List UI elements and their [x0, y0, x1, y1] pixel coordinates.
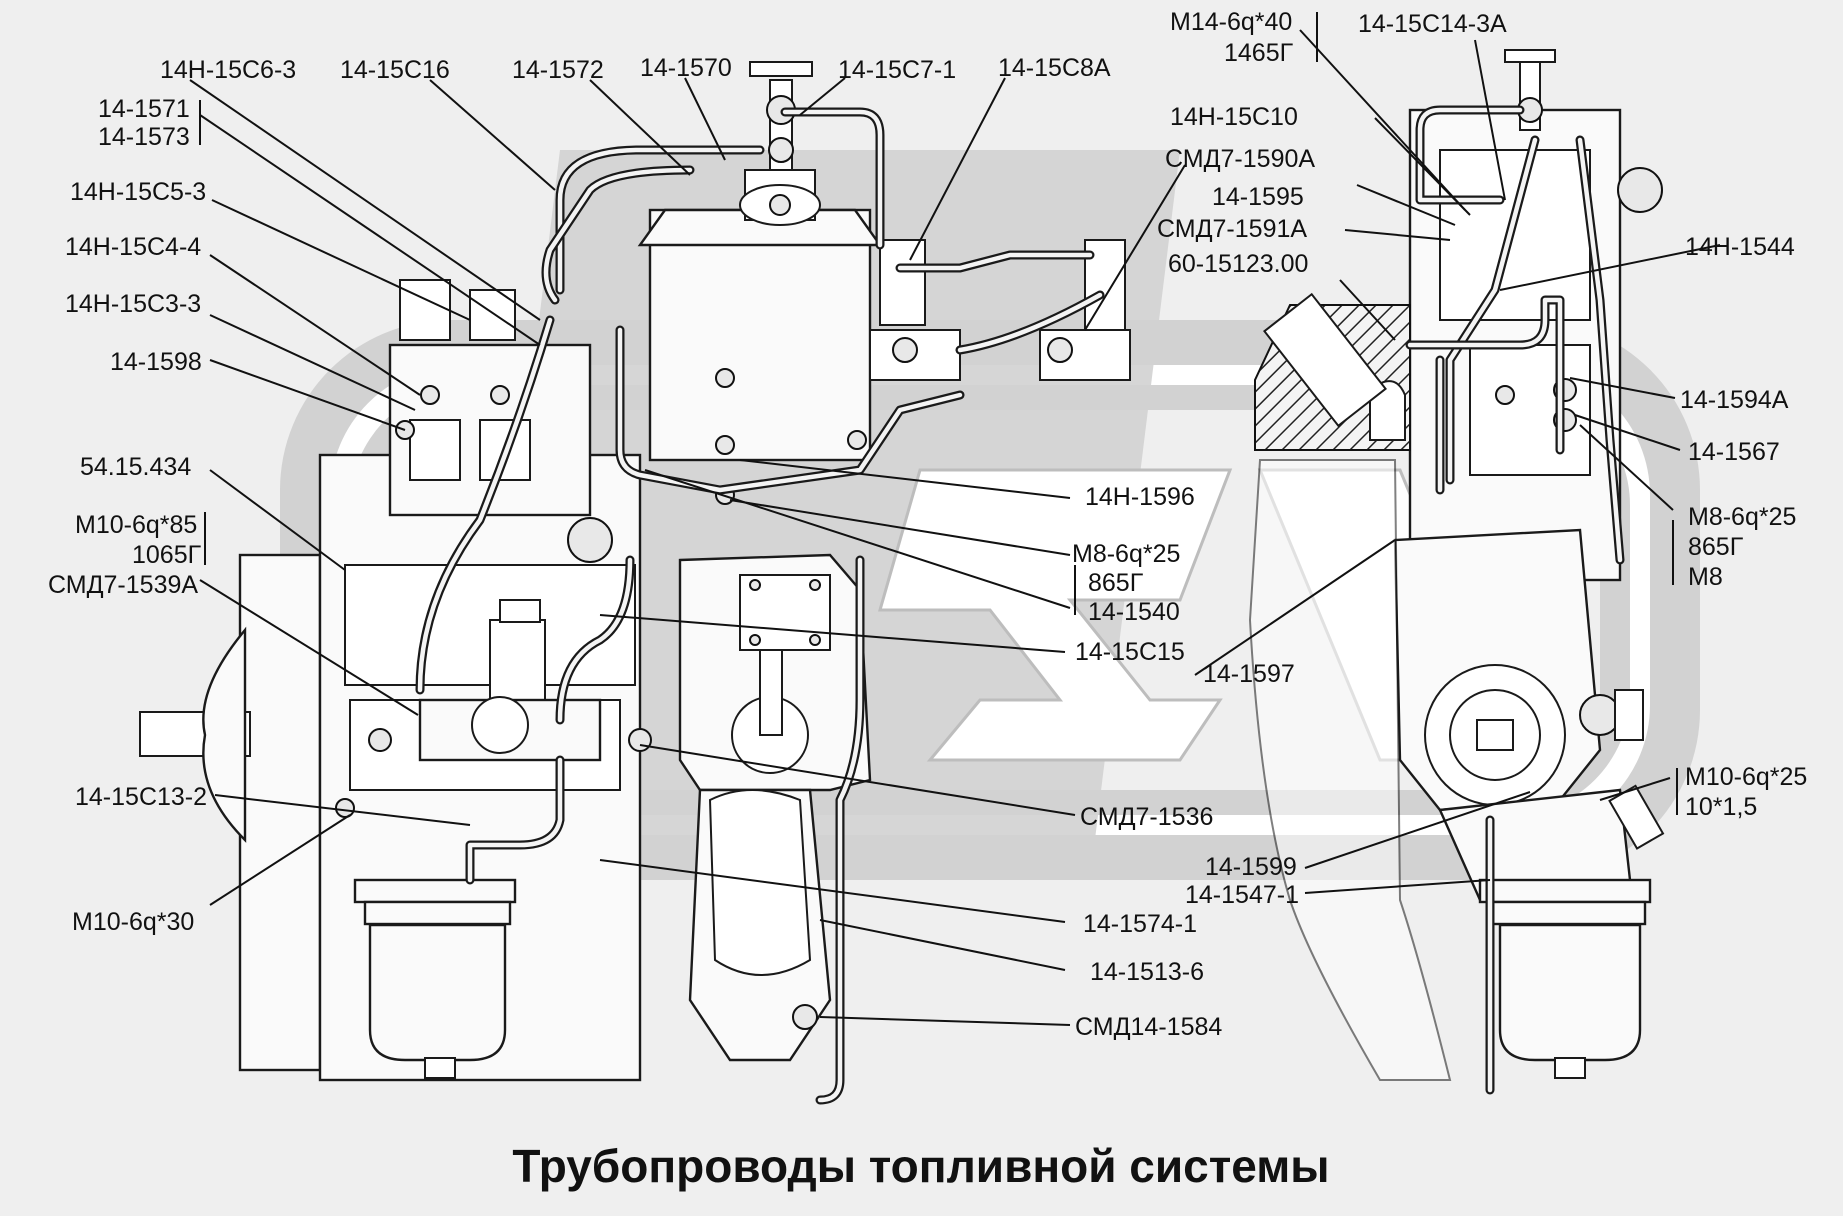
label-m8-6q-25-right: М8-6q*25: [1688, 503, 1796, 531]
label-14-1597: 14-1597: [1203, 660, 1295, 688]
label-865g-right: 865Г: [1688, 533, 1744, 561]
label-14n-15c5-3: 14Н-15С5-3: [70, 178, 206, 206]
label-14n-1544: 14Н-1544: [1685, 233, 1795, 261]
label-m10-6q-85: М10-6q*85: [75, 511, 197, 539]
label-14-1567: 14-1567: [1688, 438, 1780, 466]
labels-center: 14Н-1596 М8-6q*25 865Г 14-1540 14-15С15 …: [1072, 483, 1295, 1041]
label-14n-15c6-3: 14Н-15С6-3: [160, 56, 296, 84]
label-14-1573: 14-1573: [98, 123, 190, 151]
label-m10-6q-30: М10-6q*30: [72, 908, 194, 936]
label-14-15c8a: 14-15С8А: [998, 54, 1111, 82]
labels-left: 14Н-15С6-3 14-15С16 14-1572 14-1570 14-1…: [48, 54, 1111, 936]
label-m8-6q-25-center: М8-6q*25: [1072, 540, 1180, 568]
label-14-1547-1: 14-1547-1: [1185, 881, 1299, 909]
label-10x1-5: 10*1,5: [1685, 793, 1757, 821]
label-14-1574-1: 14-1574-1: [1083, 910, 1197, 938]
label-14-1599: 14-1599: [1205, 853, 1297, 881]
fuel-pipes-side: [1405, 105, 1625, 1095]
label-m10-6q-25: М10-6q*25: [1685, 763, 1807, 791]
label-865g-center: 865Г: [1088, 569, 1144, 597]
label-smd7-1539a: СМД7-1539А: [48, 571, 198, 599]
label-m8: М8: [1688, 563, 1723, 591]
label-14n-15c10: 14Н-15С10: [1170, 103, 1298, 131]
label-smd14-1584: СМД14-1584: [1075, 1013, 1222, 1041]
label-smd7-1591a: СМД7-1591А: [1157, 215, 1307, 243]
label-14-1540: 14-1540: [1088, 598, 1180, 626]
label-smd7-1590a: СМД7-1590А: [1165, 145, 1315, 173]
label-m14-6q-40: М14-6q*40: [1170, 8, 1292, 36]
label-14n-15c4-4: 14Н-15С4-4: [65, 233, 201, 261]
label-14-15c16: 14-15С16: [340, 56, 450, 84]
label-14-1571: 14-1571: [98, 95, 190, 123]
label-14-15c13-2: 14-15С13-2: [75, 783, 207, 811]
label-14-15c14-3a: 14-15С14-3А: [1358, 10, 1507, 38]
label-14-1598: 14-1598: [110, 348, 202, 376]
label-14-15c7-1: 14-15С7-1: [838, 56, 956, 84]
label-54-15-434: 54.15.434: [80, 453, 191, 481]
label-14n-15c3-3: 14Н-15С3-3: [65, 290, 201, 318]
labels-right: М14-6q*40 1465Г 14-15С14-3А 14Н-15С10 СМ…: [1157, 8, 1807, 909]
label-14-1572: 14-1572: [512, 56, 604, 84]
label-1465g: 1465Г: [1224, 39, 1294, 67]
label-14-1570: 14-1570: [640, 54, 732, 82]
label-60-15123-00: 60-15123.00: [1168, 250, 1308, 278]
label-14-1595: 14-1595: [1212, 183, 1304, 211]
label-1065g: 1065Г: [132, 541, 202, 569]
label-smd7-1536: СМД7-1536: [1080, 803, 1213, 831]
label-14n-1596: 14Н-1596: [1085, 483, 1195, 511]
leader-lines: [189, 12, 1721, 1026]
fuel-pipes-front: [415, 107, 1105, 1105]
label-14-1513-6: 14-1513-6: [1090, 958, 1204, 986]
diagram-title: Трубопроводы топливной системы: [512, 1140, 1329, 1192]
label-14-15c15: 14-15С15: [1075, 638, 1185, 666]
label-14-1594a: 14-1594А: [1680, 386, 1789, 414]
